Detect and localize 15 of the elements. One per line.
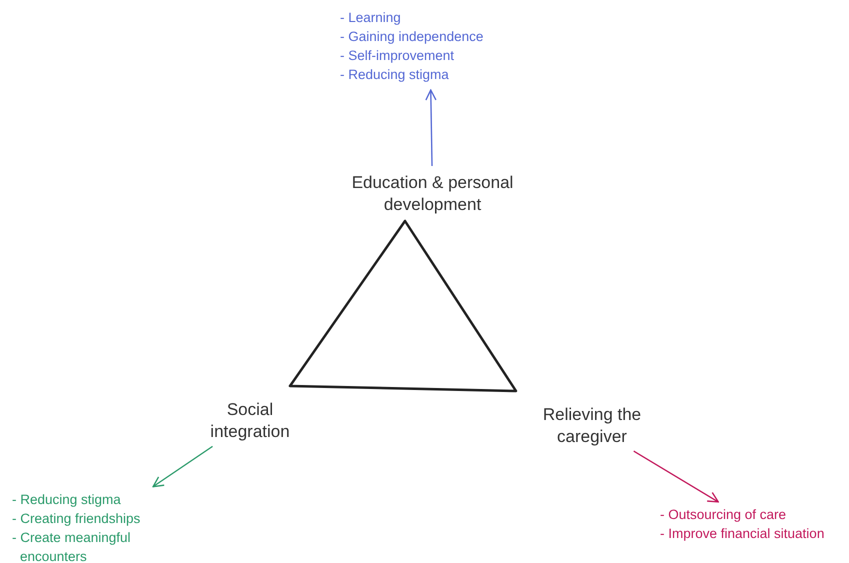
- list-item: - Reducing stigma: [340, 66, 450, 84]
- list-item: - Gaining independence: [340, 28, 484, 46]
- list-item: - Improve financial situation: [660, 525, 826, 543]
- list-item: - Creating friendships: [12, 510, 142, 528]
- list-item: - Learning: [340, 9, 402, 27]
- corner-label: Relieving the caregiver: [527, 404, 657, 448]
- corner-label: Education & personal development: [340, 172, 525, 216]
- list-item: - Create meaningful encounters: [12, 529, 132, 563]
- corner-label: Social integration: [195, 399, 305, 443]
- arrow: [633, 450, 719, 503]
- list-item: - Self-improvement: [340, 47, 456, 65]
- list-item: - Outsourcing of care: [660, 506, 788, 524]
- list-item: - Reducing stigma: [12, 491, 122, 509]
- arrow: [425, 89, 437, 166]
- arrow: [152, 446, 213, 488]
